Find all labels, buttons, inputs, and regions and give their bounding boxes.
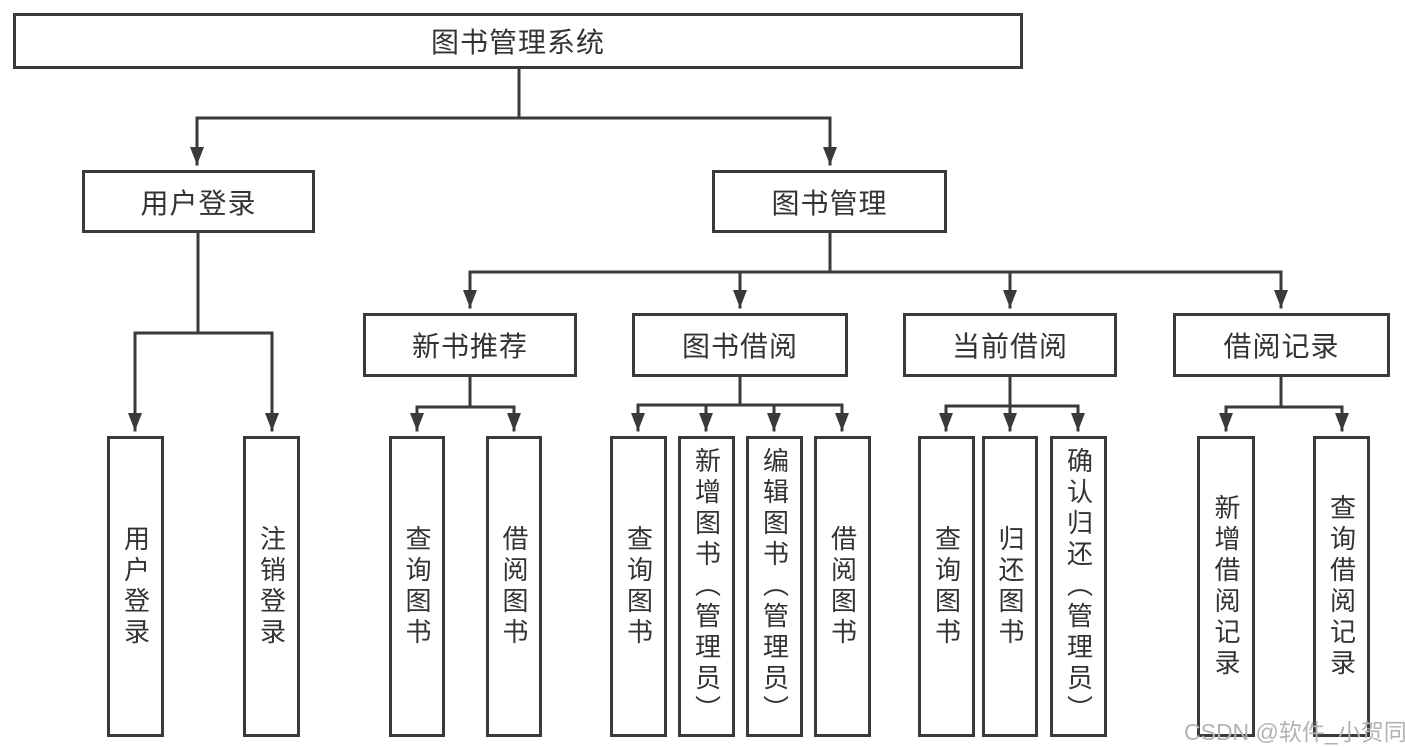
leaf-current-confirm-return-admin-label: 确认归还（管理员） [1063,447,1094,726]
leaf-records-add-record: 新增借阅记录 [1197,436,1255,737]
csdn-watermark: CSDN @软件_小贺同学 [1184,719,1405,745]
leaf-borrowing-add-books-admin-label: 新增图书（管理员） [691,447,722,726]
leaf-recommend-query-books-label: 查询图书 [402,524,432,649]
leaf-borrowing-query-books: 查询图书 [610,436,667,737]
leaf-current-query-books: 查询图书 [918,436,975,737]
leaf-recommend-borrow-books: 借阅图书 [486,436,542,737]
leaf-records-add-record-label: 新增借阅记录 [1211,493,1241,680]
leaf-borrowing-borrow-books-label: 借阅图书 [827,524,858,649]
leaf-borrowing-edit-books-admin-label: 编辑图书（管理员） [759,447,790,726]
leaf-user-login: 用户登录 [107,436,164,737]
node-borrowing-records: 借阅记录 [1173,313,1390,377]
leaf-logout: 注销登录 [243,436,300,737]
leaf-borrowing-borrow-books: 借阅图书 [814,436,871,737]
node-current-borrowing: 当前借阅 [903,313,1117,377]
leaf-recommend-query-books: 查询图书 [389,436,445,737]
leaf-recommend-borrow-books-label: 借阅图书 [499,524,529,649]
leaf-borrowing-add-books-admin: 新增图书（管理员） [678,436,735,737]
node-new-book-recommend: 新书推荐 [363,313,577,377]
leaf-current-return-books: 归还图书 [982,436,1038,737]
node-book-management: 图书管理 [712,170,947,233]
leaf-logout-label: 注销登录 [256,524,287,649]
leaf-user-login-label: 用户登录 [120,524,151,649]
node-user-login: 用户登录 [82,170,315,233]
leaf-borrowing-query-books-label: 查询图书 [623,524,654,649]
leaf-current-return-books-label: 归还图书 [995,524,1025,649]
leaf-current-confirm-return-admin: 确认归还（管理员） [1050,436,1107,737]
leaf-borrowing-edit-books-admin: 编辑图书（管理员） [746,436,803,737]
node-book-borrowing: 图书借阅 [632,313,848,377]
leaf-records-query-record: 查询借阅记录 [1313,436,1370,737]
node-library-management-system: 图书管理系统 [13,13,1023,69]
leaf-current-query-books-label: 查询图书 [931,524,962,649]
leaf-records-query-record-label: 查询借阅记录 [1326,493,1357,680]
